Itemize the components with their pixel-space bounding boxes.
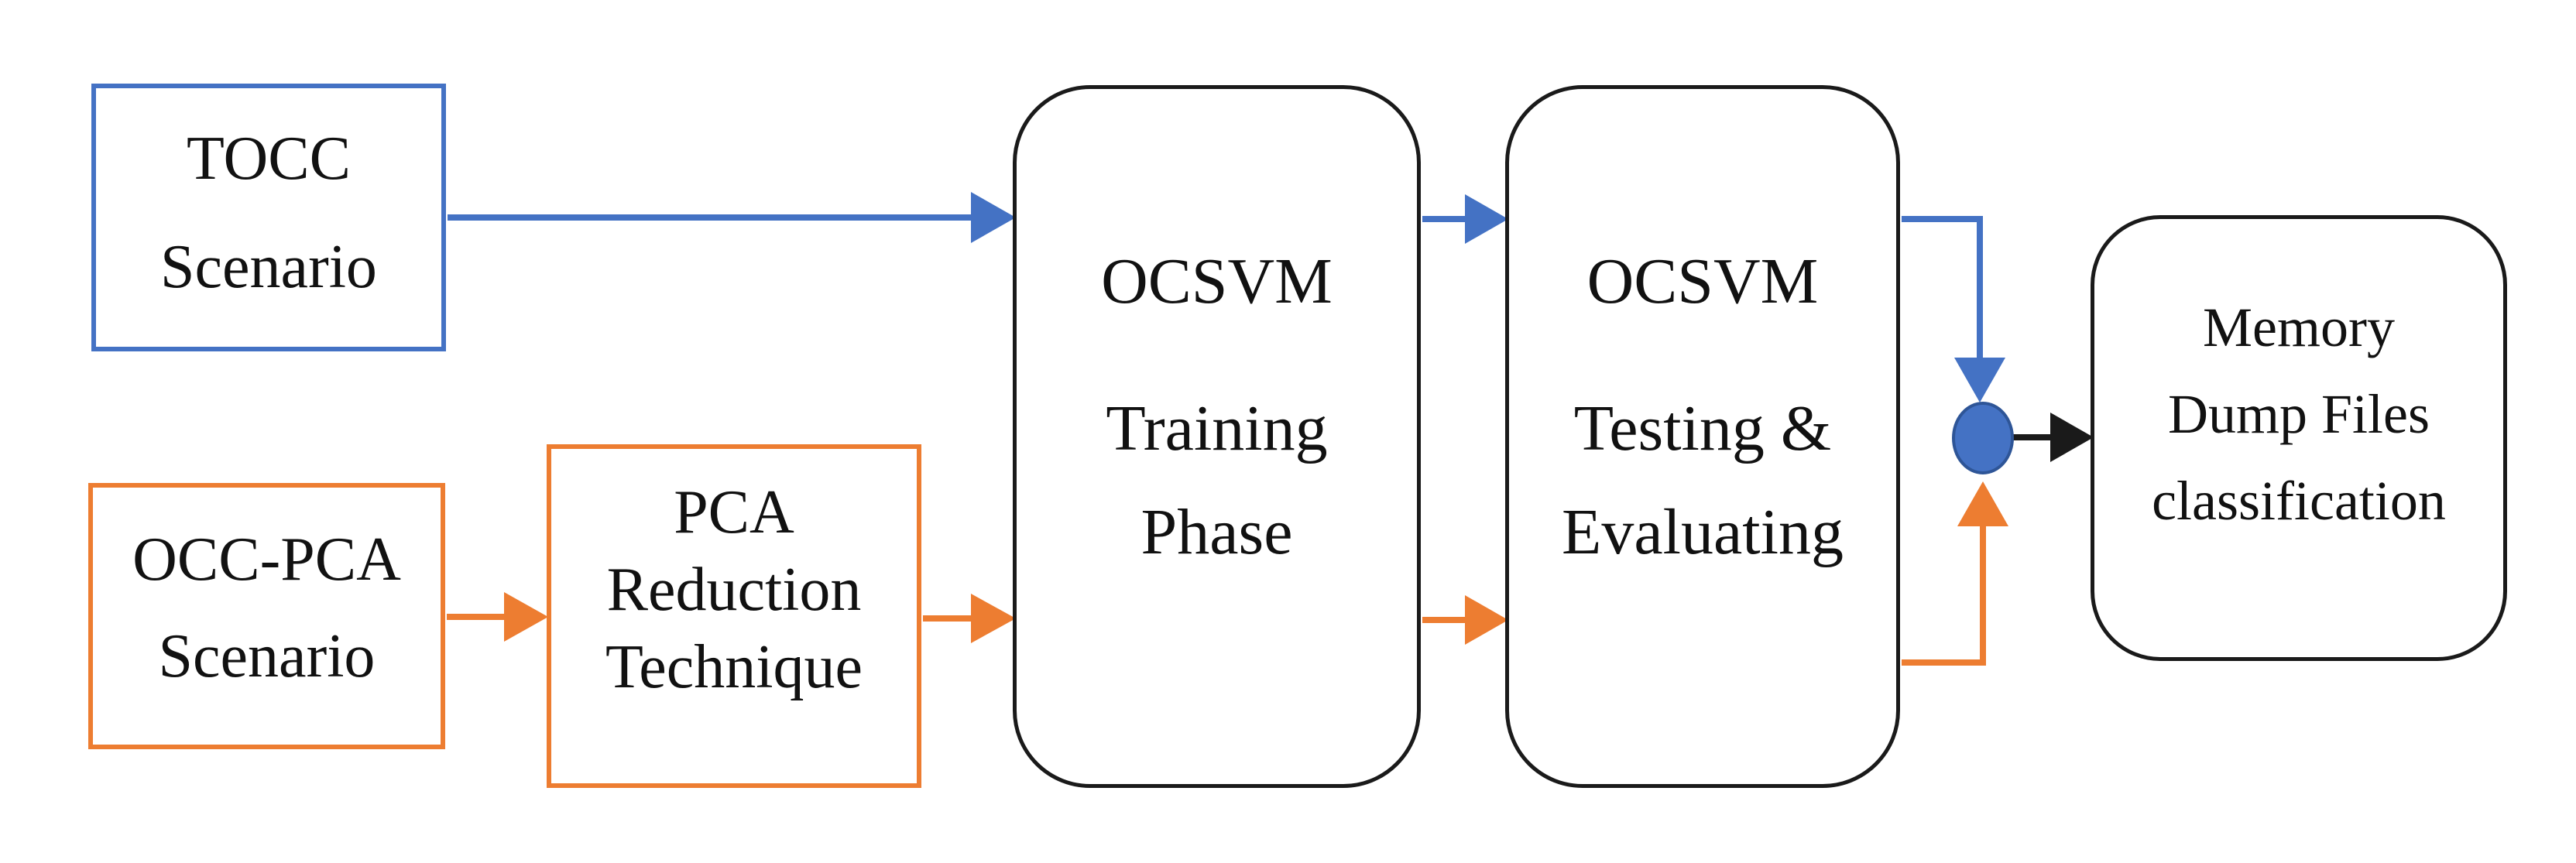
node-label-line: Scenario bbox=[160, 233, 377, 301]
arrow-training-to-testing-orange bbox=[1422, 595, 1508, 645]
node-label-line: Dump Files bbox=[2167, 383, 2430, 445]
junction-dot-icon bbox=[1952, 402, 2014, 474]
node-label-line: Memory bbox=[2203, 296, 2395, 358]
arrowhead-up-icon bbox=[1957, 481, 2008, 526]
node-ocsvm-testing-evaluating: OCSVM Testing & Evaluating bbox=[1505, 85, 1900, 788]
node-label-line: OCSVM bbox=[1586, 245, 1819, 317]
arrow-occpca-to-pca bbox=[447, 592, 548, 642]
arrowhead-right-icon bbox=[504, 592, 548, 642]
arrow-training-to-testing-blue bbox=[1422, 194, 1508, 244]
node-ocsvm-training-phase: OCSVM Training Phase bbox=[1013, 85, 1421, 788]
node-label-line: Testing & bbox=[1573, 392, 1832, 464]
node-label-line: Reduction bbox=[606, 556, 862, 624]
arrowhead-down-icon bbox=[1954, 358, 2005, 402]
arrowhead-right-icon bbox=[1465, 595, 1508, 645]
node-label-line: TOCC bbox=[187, 125, 351, 193]
node-label-line: Scenario bbox=[158, 622, 376, 690]
arrowhead-right-icon bbox=[971, 594, 1016, 643]
arrowhead-right-icon bbox=[1465, 194, 1508, 244]
node-pca-reduction-technique: PCA Reduction Technique bbox=[547, 444, 921, 788]
node-tocc-scenario: TOCC Scenario bbox=[91, 84, 446, 351]
arrow-junction-to-memory bbox=[2007, 413, 2094, 462]
node-label-line: classification bbox=[2152, 470, 2446, 532]
node-memory-dump-classification: Memory Dump Files classification bbox=[2091, 215, 2507, 661]
node-label-line: Technique bbox=[605, 633, 863, 701]
node-label-line: Training bbox=[1106, 392, 1328, 464]
node-occ-pca-scenario: OCC-PCA Scenario bbox=[88, 483, 445, 749]
node-label-line: OCC-PCA bbox=[132, 526, 401, 594]
node-label-line: Evaluating bbox=[1562, 496, 1844, 568]
arrow-testing-to-junction-blue bbox=[1902, 216, 2005, 402]
arrowhead-right-icon bbox=[2050, 413, 2094, 462]
node-label-line: PCA bbox=[674, 478, 794, 546]
node-label-line: OCSVM bbox=[1101, 245, 1333, 317]
node-label-line: Phase bbox=[1141, 496, 1293, 568]
arrow-pca-to-training bbox=[923, 594, 1016, 643]
arrow-testing-to-junction-orange bbox=[1902, 481, 2008, 666]
arrow-tocc-to-training bbox=[448, 192, 1016, 243]
arrowhead-right-icon bbox=[971, 192, 1016, 243]
